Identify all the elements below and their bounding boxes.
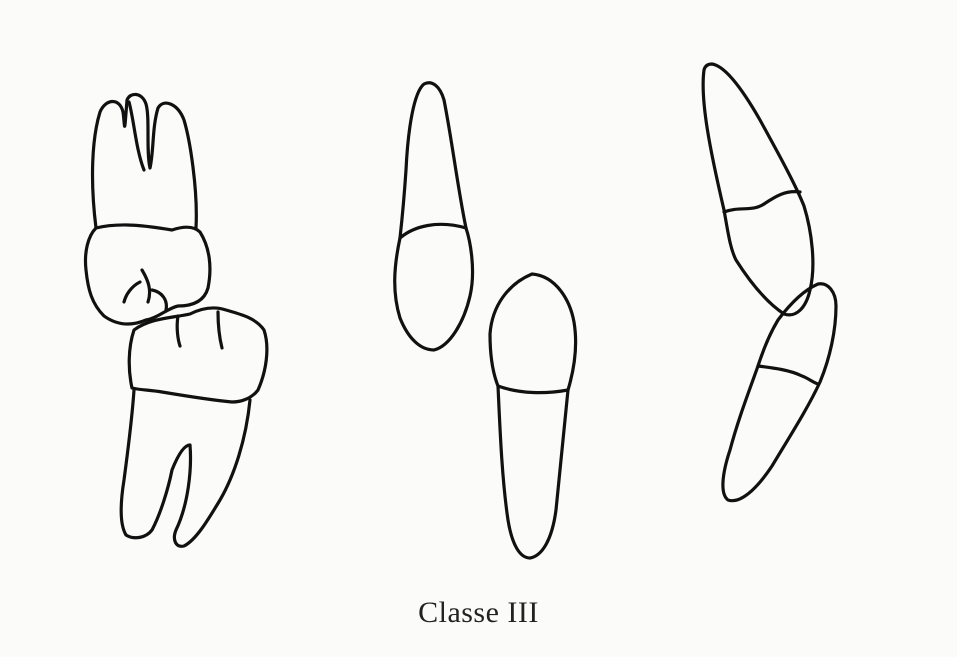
incisor-group bbox=[395, 83, 576, 558]
upper-canine-outline bbox=[703, 64, 813, 315]
figure-caption: Classe III bbox=[0, 596, 957, 630]
upper-canine-cej bbox=[724, 192, 800, 212]
lower-incisor-outline bbox=[490, 274, 576, 558]
lower-molar-cusp-grooves bbox=[177, 312, 222, 348]
lower-incisor bbox=[490, 274, 576, 558]
lower-molar-crown bbox=[129, 308, 267, 402]
lower-molar-roots bbox=[121, 390, 250, 546]
upper-molar-root-split bbox=[129, 102, 144, 170]
lower-incisor-cej bbox=[498, 386, 568, 393]
upper-incisor-outline bbox=[395, 83, 473, 350]
upper-incisor bbox=[395, 83, 473, 350]
molar-group bbox=[85, 94, 266, 546]
lower-canine-outline bbox=[723, 284, 836, 501]
canine-group bbox=[703, 64, 836, 501]
lower-canine-cej bbox=[758, 366, 818, 384]
upper-canine bbox=[703, 64, 813, 315]
upper-molar bbox=[85, 94, 209, 324]
upper-molar-roots bbox=[93, 94, 197, 228]
lower-molar bbox=[121, 308, 267, 546]
upper-molar-crown bbox=[85, 225, 209, 324]
upper-molar-fissure bbox=[124, 270, 166, 310]
lower-canine bbox=[723, 284, 836, 501]
upper-incisor-cej bbox=[400, 224, 466, 238]
